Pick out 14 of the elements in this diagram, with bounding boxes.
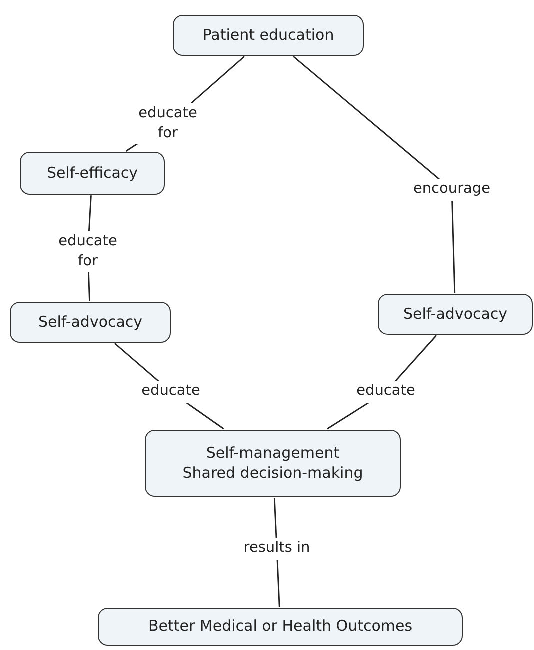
concept-text: Patient education [202, 26, 334, 46]
concept-box [20, 152, 165, 195]
concept-box [10, 302, 171, 343]
concept-text: Better Medical or Health Outcomes [148, 617, 413, 637]
concept-box [98, 608, 463, 646]
concept-text: Self-management [206, 444, 340, 464]
concept-box [145, 430, 401, 497]
concept-text: Shared decision-making [182, 464, 364, 483]
concept-box [378, 294, 533, 335]
connector-line [293, 56, 456, 294]
concept-text: Self-advocacy [403, 304, 508, 324]
concept-text: Self-advocacy [38, 312, 143, 332]
concept-text: Self-efficacy [46, 164, 138, 184]
concept-box [173, 15, 364, 56]
